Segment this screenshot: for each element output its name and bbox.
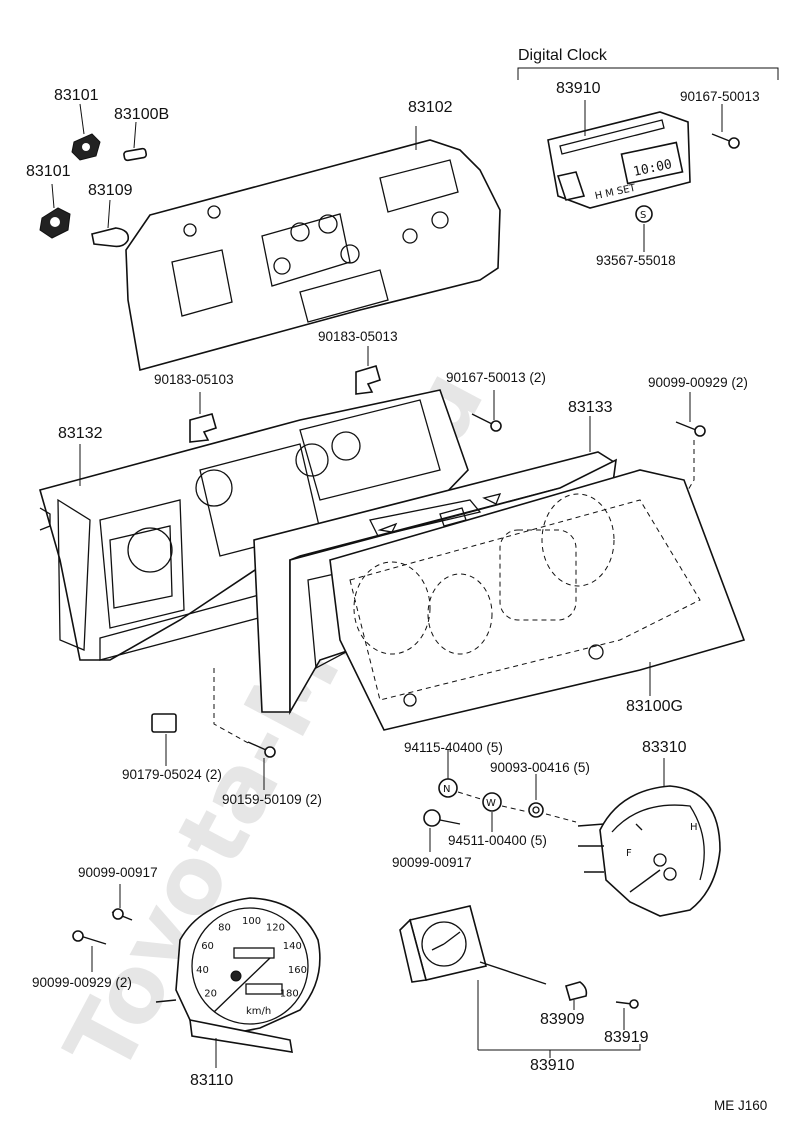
speedo-tick-140: 140 [283,941,302,952]
screw-90099-00917-mid [423,809,461,852]
washer-s-top: S [635,205,653,252]
bulb-83100b [123,147,148,162]
speedo-tick-40: 40 [196,965,209,976]
speedo-tick-labels: 20 40 60 80 100 120 140 160 180 [196,916,307,999]
label-90167-top: 90167-50013 [680,89,760,104]
speedo-tick-80: 80 [218,923,231,934]
label-83100b: 83100B [114,106,170,123]
label-83132: 83132 [58,425,103,442]
speedo-tick-20: 20 [204,988,217,999]
screw-90099-00929-bot [72,930,107,972]
digital-clock-bracket [517,67,779,80]
label-83101-a: 83101 [54,87,99,104]
clip-90179 [151,713,177,766]
label-90099-00917-bot: 90099-00917 [78,865,158,880]
clip-90183-05103 [189,392,217,443]
svg-text:S: S [640,210,646,221]
bulb-83909 [565,981,588,1010]
label-90179: 90179-05024 (2) [122,767,222,782]
speedo-unit: km/h [246,1006,271,1017]
label-90183-05103: 90183-05103 [154,372,234,387]
printed-circuit-83102 [125,126,501,372]
label-90099-00929-bot: 90099-00929 (2) [32,975,132,990]
label-90099-00917-mid: 90099-00917 [392,855,472,870]
screw-83919 [615,999,639,1030]
screw-90099-00929-top [675,392,706,491]
cluster-lens-83100g [329,469,746,731]
clip-90183-05013 [355,346,381,395]
screw-90159 [247,741,276,790]
label-83919: 83919 [604,1029,649,1046]
nut-n: N [438,778,458,798]
label-90159: 90159-50109 (2) [222,792,322,807]
screw-90167-2 [471,390,502,432]
screw-90167-top [711,104,740,149]
socket-83101-a [71,133,101,161]
svg-text:H: H [690,822,698,833]
label-83909: 83909 [540,1011,585,1028]
speedometer-83110: 20 40 60 80 100 120 140 160 180 km/h [155,897,321,1068]
label-83109: 83109 [88,182,133,199]
label-83910-top: 83910 [556,80,601,97]
bulb-83109 [91,227,130,248]
label-83110: 83110 [190,1072,234,1089]
svg-text:F: F [626,848,632,859]
speedo-tick-180: 180 [280,988,299,999]
label-83101-b: 83101 [26,163,71,180]
label-90099-00929-top: 90099-00929 (2) [648,375,748,390]
digital-clock-title: Digital Clock [518,47,607,64]
label-83102: 83102 [408,99,453,116]
gauge-83310: F H [577,758,721,917]
washer-w: W [482,792,502,832]
label-94511: 94511-00400 (5) [448,833,547,848]
svg-text:W: W [486,798,496,809]
svg-text:N: N [443,784,450,795]
label-83100g: 83100G [626,698,683,715]
figure-code: ME J160 [714,1098,768,1113]
label-83133: 83133 [568,399,613,416]
label-90167-2: 90167-50013 (2) [446,370,546,385]
label-93567: 93567-55018 [596,253,676,268]
label-90093: 90093-00416 (5) [490,760,590,775]
speedo-tick-160: 160 [288,965,307,976]
digital-clock-unit: 10:00 H M SET [547,100,691,209]
socket-83101-b [39,207,71,239]
speedo-tick-100: 100 [242,916,261,927]
speedo-tick-60: 60 [201,941,214,952]
analog-clock-83910 [399,905,547,1050]
label-83310: 83310 [642,739,687,756]
bracket-83910-bottom [478,1044,641,1051]
speedo-tick-120: 120 [266,923,285,934]
label-83910-bottom: 83910 [530,1057,575,1074]
nut-90093 [528,774,544,818]
label-90183-05013: 90183-05013 [318,329,398,344]
label-94115: 94115-40400 (5) [404,740,503,755]
screw-90099-00917-bot [111,884,133,921]
